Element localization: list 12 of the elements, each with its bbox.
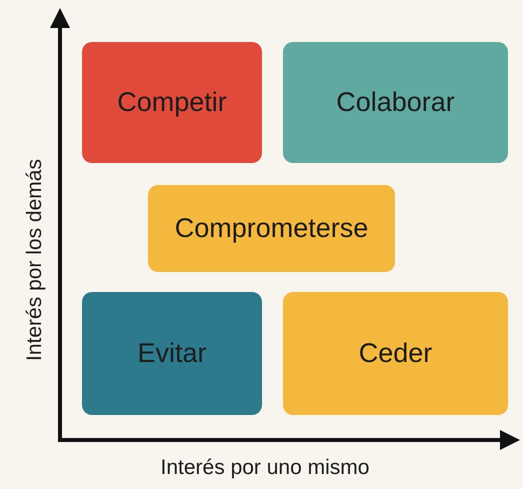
- y-axis-label: Interés por los demás: [23, 159, 47, 361]
- strategy-label: Ceder: [358, 338, 432, 369]
- strategy-label: Evitar: [137, 338, 207, 369]
- strategy-box: [148, 185, 395, 272]
- x-axis-label: Interés por uno mismo: [160, 456, 370, 480]
- strategy-box: [283, 292, 508, 415]
- strategy-label: Competir: [117, 87, 227, 118]
- strategy-box: [283, 42, 508, 163]
- strategy-label: Comprometerse: [174, 213, 368, 244]
- strategy-box: [82, 42, 262, 163]
- strategy-label: Colaborar: [336, 87, 455, 118]
- strategy-box: [82, 292, 262, 415]
